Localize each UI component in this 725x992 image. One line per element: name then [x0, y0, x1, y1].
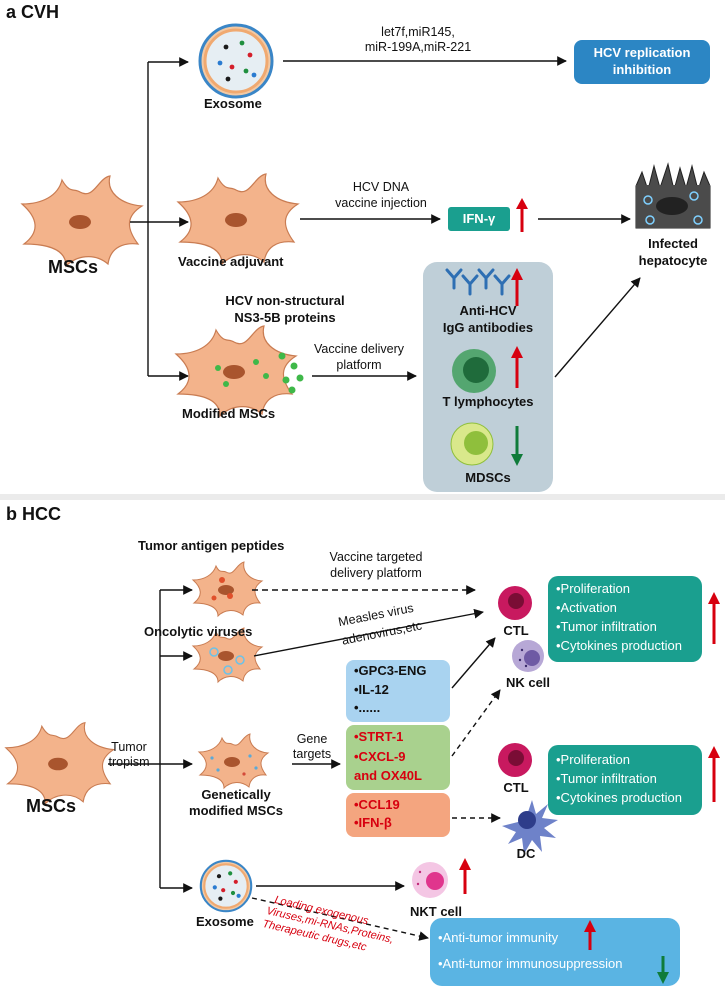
gm-line-1: Genetically [201, 787, 271, 802]
tropism-line-2: tropism [108, 755, 150, 769]
panel-b-title: b HCC [6, 504, 61, 524]
modified-mscs-label: Modified MSCs [182, 406, 276, 421]
tumor-antigen-label: Tumor antigen peptides [138, 538, 285, 553]
vaccine-adjuvant-label: Vaccine adjuvant [178, 254, 284, 269]
immunity-item-2: •Anti-tumor immunosuppression [438, 956, 623, 971]
immunity-item-1: •Anti-tumor immunity [438, 930, 559, 945]
green-box-item-2: •CXCL-9 [354, 749, 406, 764]
blue-box-item-1: •GPC3-ENG [354, 663, 427, 678]
panel-a-title: a CVH [6, 2, 60, 22]
t-lymphocytes-label: T lymphocytes [442, 394, 534, 409]
vaccine-targeted-line-2: delivery platform [330, 566, 422, 580]
gene-targets-line-1: Gene [296, 732, 328, 746]
green-box-item-1: •STRT-1 [354, 729, 404, 744]
ns-proteins-line-1: HCV non-structural [225, 293, 345, 308]
gm-line-2: modified MSCs [189, 803, 283, 818]
mscs-label-a: MSCs [48, 257, 99, 277]
blue-box-item-2: •IL-12 [354, 682, 389, 697]
effects-1-item-3: •Tumor infiltration [556, 619, 657, 634]
effects-1-item-1: •Proliferation [556, 581, 630, 596]
effects-1-item-2: •Activation [556, 600, 617, 615]
nkt-cell-label: NKT cell [409, 904, 462, 919]
vaccine-targeted-line-1: Vaccine targeted [329, 550, 423, 564]
hcv-inhibition-box: HCV replication inhibition [574, 40, 710, 84]
mirna-line-1: let7f,miR145, [381, 25, 455, 39]
effects-1-item-4: •Cytokines production [556, 638, 682, 653]
orange-box-item-1: •CCL19 [354, 797, 400, 812]
antibodies-line-2: IgG antibodies [442, 320, 534, 335]
delivery-line-2: platform [336, 358, 382, 372]
dna-vaccine-line-2: vaccine injection [335, 196, 427, 210]
infected-line-1: Infected [648, 236, 698, 251]
nk-cell-label: NK cell [505, 675, 551, 690]
hcv-inhibition-line-1: HCV replication [593, 45, 691, 60]
oncolytic-label: Oncolytic viruses [144, 624, 253, 639]
panel-b-hcc: b HCC MSCs Tumor tropism Tumor antigen p… [0, 500, 725, 992]
hcv-inhibition-line-2: inhibition [612, 62, 672, 77]
mirna-line-2: miR-199A,miR-221 [364, 40, 472, 54]
ctl-label-2: CTL [503, 780, 529, 795]
panel-a-graphics [21, 23, 711, 492]
mscs-label-b: MSCs [26, 796, 77, 816]
effects-2-item-1: •Proliferation [556, 752, 630, 767]
exosome-label-a: Exosome [204, 96, 262, 111]
panel-divider [0, 494, 725, 500]
mdscs-label: MDSCs [465, 470, 511, 485]
gene-targets-line-2: targets [292, 747, 332, 761]
green-box-item-3: and OX40L [354, 768, 422, 783]
ctl-label-1: CTL [503, 623, 529, 638]
delivery-line-1: Vaccine delivery [313, 342, 405, 356]
effects-2-item-3: •Cytokines production [556, 790, 682, 805]
dna-vaccine-line-1: HCV DNA [352, 180, 410, 194]
ifn-gamma-box: IFN-γ [448, 207, 510, 231]
ns-proteins-line-2: NS3-5B proteins [234, 310, 336, 325]
blue-box-item-3: •...... [354, 700, 381, 715]
exosome-label-b: Exosome [196, 914, 254, 929]
panel-b-graphics [5, 561, 720, 986]
antibodies-line-1: Anti-HCV [459, 303, 517, 318]
dc-label: DC [516, 846, 536, 861]
panel-a-cvh: a CVH MSCs Exosome let7f,miR145, miR-199… [0, 0, 725, 494]
infected-line-2: hepatocyte [638, 253, 708, 268]
orange-box-item-2: •IFN-β [354, 815, 392, 830]
msc-cell-a [21, 175, 143, 267]
ifn-gamma-label: IFN-γ [462, 211, 496, 226]
infected-hepatocyte-graphic [635, 162, 711, 229]
tropism-line-1: Tumor [111, 740, 147, 754]
effects-2-item-2: •Tumor infiltration [556, 771, 657, 786]
